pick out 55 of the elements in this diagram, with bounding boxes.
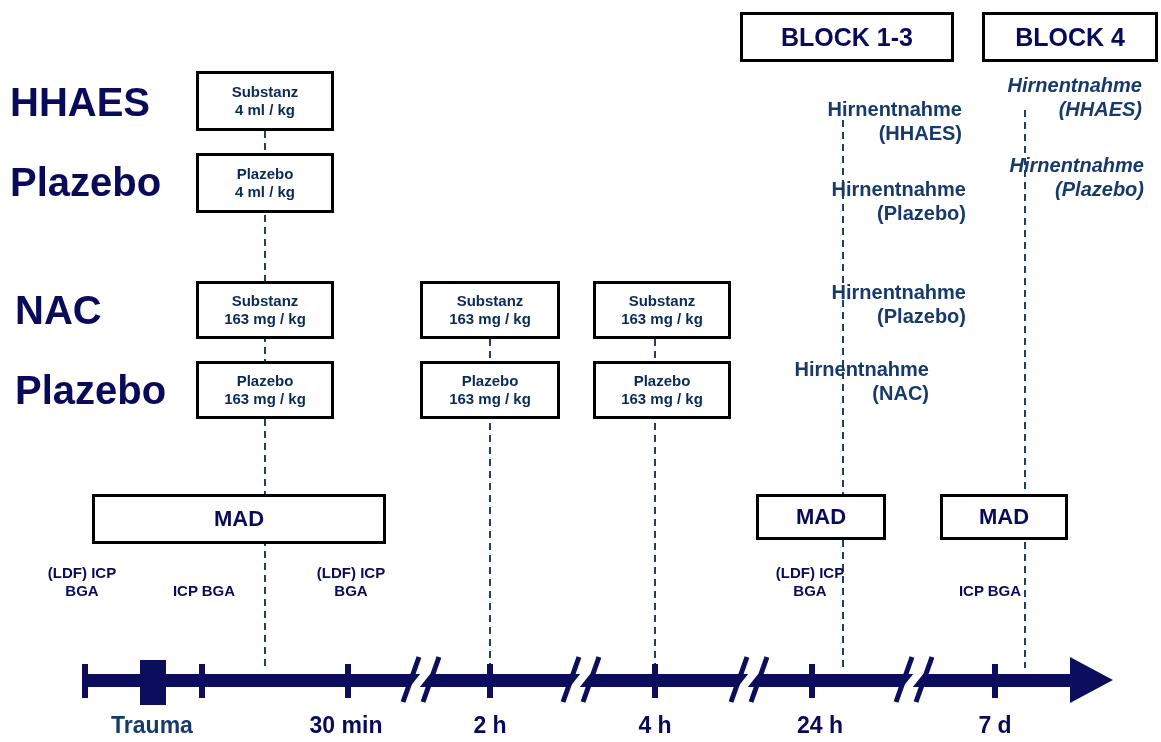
dose-box xyxy=(196,361,334,419)
measurement-label: ICP BGA xyxy=(957,582,1023,600)
group-label: Plazebo xyxy=(10,159,162,206)
box-text: 4 ml / kg xyxy=(235,101,295,119)
dose-box xyxy=(420,281,560,339)
box-text: BLOCK 4 xyxy=(1015,22,1125,52)
box-text: Plazebo xyxy=(236,165,294,183)
sampling-note: Hirnentnahme (HHAES) xyxy=(826,97,962,145)
time-label: Trauma xyxy=(110,712,194,740)
time-label: 24 h xyxy=(796,712,844,740)
block-header-box xyxy=(740,12,954,62)
block-header-box xyxy=(982,12,1158,62)
measurement-box xyxy=(756,494,886,540)
box-text: Plazebo xyxy=(633,372,691,390)
box-text: Substanz xyxy=(231,83,299,101)
box-text: MAD xyxy=(978,503,1030,531)
box-text: 163 mg / kg xyxy=(224,390,306,408)
time-label: 2 h xyxy=(472,712,508,740)
dose-box xyxy=(196,153,334,213)
measurement-label: (LDF) ICP BGA xyxy=(775,564,845,600)
measurement-box xyxy=(940,494,1068,540)
time-label: 4 h xyxy=(637,712,673,740)
group-label: Plazebo xyxy=(15,367,167,414)
box-text: 4 ml / kg xyxy=(235,183,295,201)
box-text: Substanz xyxy=(456,292,524,310)
box-text: Substanz xyxy=(231,292,299,310)
time-label: 7 d xyxy=(977,712,1013,740)
dose-box xyxy=(593,361,731,419)
box-text: Substanz xyxy=(628,292,696,310)
dose-box xyxy=(593,281,731,339)
time-label: 30 min xyxy=(308,712,384,740)
box-text: 163 mg / kg xyxy=(449,310,531,328)
dose-box xyxy=(196,281,334,339)
sampling-note: Hirnentnahme (Plazebo) xyxy=(830,280,966,328)
box-text: Plazebo xyxy=(236,372,294,390)
box-text: MAD xyxy=(795,503,847,531)
measurement-label: ICP BGA xyxy=(171,582,237,600)
dose-box xyxy=(196,71,334,131)
dose-box xyxy=(420,361,560,419)
group-label: NAC xyxy=(15,287,102,334)
group-label: HHAES xyxy=(10,79,151,126)
sampling-note: Hirnentnahme (Plazebo) xyxy=(830,177,966,225)
box-text: MAD xyxy=(213,505,265,533)
measurement-label: (LDF) ICP BGA xyxy=(316,564,386,600)
box-text: 163 mg / kg xyxy=(621,310,703,328)
measurement-label: (LDF) ICP BGA xyxy=(47,564,117,600)
box-text: 163 mg / kg xyxy=(449,390,531,408)
sampling-note: Hirnentnahme (HHAES) xyxy=(1006,73,1142,121)
box-text: 163 mg / kg xyxy=(224,310,306,328)
sampling-note: Hirnentnahme (NAC) xyxy=(793,357,929,405)
box-text: BLOCK 1-3 xyxy=(781,22,913,52)
box-text: Plazebo xyxy=(461,372,519,390)
measurement-box xyxy=(92,494,386,544)
box-text: 163 mg / kg xyxy=(621,390,703,408)
sampling-note: Hirnentnahme (Plazebo) xyxy=(1008,153,1144,201)
